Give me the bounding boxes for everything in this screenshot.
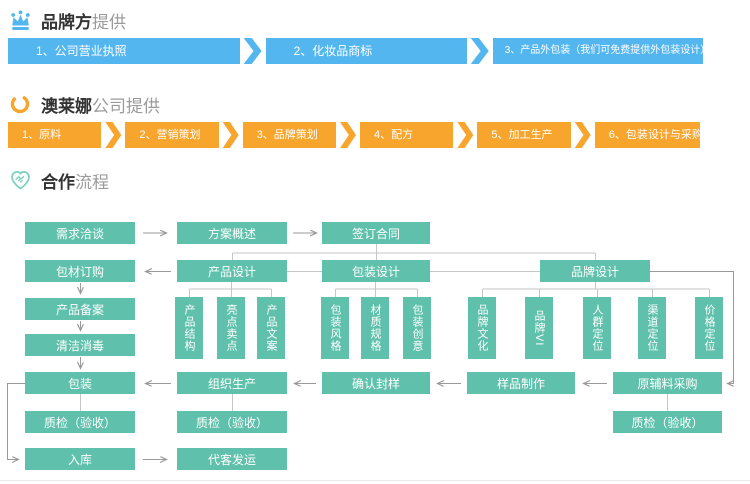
chevron-right-icon — [222, 122, 239, 148]
flow-node-package-design: 包装设计 — [322, 260, 430, 282]
chevron-right-icon — [470, 38, 489, 64]
chevron-right-icon — [243, 38, 262, 64]
flow-node-raw-material-purchase: 原辅料采购 — [613, 372, 722, 394]
flow-node-product-design: 产品设计 — [177, 260, 287, 282]
company-step-3: 3、品牌策划 — [242, 122, 337, 148]
flow-node-qc-accept-3: 质检（验收） — [613, 411, 722, 433]
flow-node-audience-positioning: 人群定位 — [583, 297, 611, 359]
flow-node-channel-positioning: 渠道定位 — [638, 297, 666, 359]
ring-icon — [8, 92, 32, 116]
process-section-title-suffix: 流程 — [75, 172, 109, 192]
chevron-right-icon — [574, 122, 591, 148]
process-section-title: 合作 — [41, 172, 75, 192]
brand-step-1: 1、公司营业执照 — [8, 38, 240, 64]
bottom-divider — [0, 480, 750, 481]
company-step-5: 5、加工生产 — [477, 122, 571, 148]
flow-node-package-creative: 包装创意 — [403, 297, 431, 359]
flow-node-organize-production: 组织生产 — [177, 372, 287, 394]
chevron-right-icon — [105, 122, 122, 148]
flow-node-brand-culture: 品牌文化 — [468, 297, 496, 359]
crown-icon — [8, 8, 32, 32]
flow-node-material-spec: 材质规格 — [361, 297, 389, 359]
flow-node-warehousing: 入库 — [25, 448, 135, 470]
brand-step-2: 2、化妆品商标 — [265, 38, 467, 64]
company-step-2: 2、营销策划 — [125, 122, 219, 148]
brand-section-header: 品牌方提供 — [8, 8, 126, 32]
flow-node-package-style: 包装风格 — [321, 297, 349, 359]
cooperation-flowchart: 需求洽谈 方案概述 签订合同 包材订购 产品设计 包装设计 品牌设计 产品结构 … — [0, 215, 750, 484]
flow-node-product-filing: 产品备案 — [25, 298, 135, 320]
flow-node-highlight-selling-point: 亮点卖点 — [217, 297, 245, 359]
brand-step-bar: 1、公司营业执照 2、化妆品商标 3、产品外包装（我们可免费提供外包装设计） — [8, 38, 703, 64]
chevron-right-icon — [457, 122, 474, 148]
company-section-header: 澳莱娜公司提供 — [8, 92, 160, 116]
company-section-title: 澳莱娜 — [41, 96, 92, 116]
flow-node-brand-design: 品牌设计 — [540, 260, 650, 282]
brand-section-title: 品牌方 — [41, 12, 92, 32]
flow-connectors — [7, 215, 734, 484]
company-section-title-suffix: 公司提供 — [92, 96, 160, 116]
flow-node-proposal-overview: 方案概述 — [177, 222, 287, 244]
flow-node-brand-vi: 品牌VI — [525, 297, 553, 359]
flow-node-packing: 包装 — [25, 372, 135, 394]
company-step-bar: 1、原料 2、营销策划 3、品牌策划 4、配方 5、加工生产 6、包装设计与采购 — [8, 122, 700, 148]
flow-node-cleaning-disinfection: 清洁消毒 — [25, 334, 135, 356]
flow-node-consign-shipping: 代客发运 — [177, 448, 287, 470]
flow-node-qc-accept-1: 质检（验收） — [25, 411, 135, 433]
company-step-4: 4、配方 — [360, 122, 454, 148]
flow-node-demand-negotiation: 需求洽谈 — [25, 222, 135, 244]
handshake-heart-icon — [8, 168, 32, 192]
company-step-1: 1、原料 — [8, 122, 102, 148]
flow-node-price-positioning: 价格定位 — [695, 297, 723, 359]
chevron-right-icon — [340, 122, 357, 148]
flow-node-sample-making: 样品制作 — [467, 372, 575, 394]
flow-node-qc-accept-2: 质检（验收） — [177, 411, 287, 433]
flow-node-product-structure: 产品结构 — [175, 297, 203, 359]
flow-node-confirm-sample: 确认封样 — [322, 372, 430, 394]
flow-node-product-copywriting: 产品文案 — [257, 297, 285, 359]
company-step-6: 6、包装设计与采购 — [594, 122, 700, 148]
process-section-header: 合作流程 — [8, 168, 109, 192]
flow-node-packaging-material-order: 包材订购 — [25, 260, 135, 282]
brand-section-title-suffix: 提供 — [92, 12, 126, 32]
flow-node-sign-contract: 签订合同 — [322, 222, 430, 244]
brand-step-3: 3、产品外包装（我们可免费提供外包装设计） — [492, 38, 703, 64]
